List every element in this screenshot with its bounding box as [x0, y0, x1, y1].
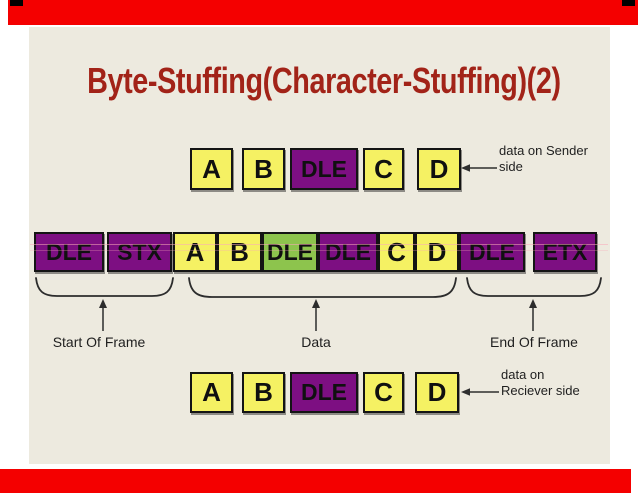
- frame-box-dle1: DLE: [34, 232, 104, 272]
- frame-box-dle3: DLE: [459, 232, 525, 272]
- receiver-note-line2: Reciever side: [501, 383, 580, 398]
- frame-box-c: C: [378, 232, 415, 272]
- frame-box-etx: ETX: [533, 232, 597, 272]
- receiver-box-a: A: [190, 372, 233, 413]
- top-red-bar: [8, 0, 638, 25]
- end-of-frame-brace: [466, 277, 602, 297]
- bottom-red-bar: [0, 469, 631, 493]
- sender-box-a: A: [190, 148, 233, 190]
- receiver-box-c: C: [363, 372, 404, 413]
- receiver-left-arrow-icon: [461, 388, 499, 396]
- start-of-frame-up-arrow-icon: [99, 299, 107, 331]
- slide-title: Byte-Stuffing(Character-Stuffing)(2): [87, 60, 561, 101]
- frame-box-b: B: [217, 232, 262, 272]
- end-of-frame-up-arrow-icon: [529, 299, 537, 331]
- top-left-corner-mark: [10, 0, 23, 6]
- receiver-box-dle: DLE: [290, 372, 358, 413]
- sender-note-line1: data on Sender: [499, 143, 588, 158]
- frame-box-a: A: [173, 232, 217, 272]
- start-of-frame-label: Start Of Frame: [52, 334, 146, 350]
- data-up-arrow-icon: [312, 299, 320, 331]
- receiver-box-b: B: [242, 372, 285, 413]
- sender-box-dle: DLE: [290, 148, 358, 190]
- receiver-note: data on Reciever side: [501, 367, 580, 399]
- frame-box-dle-stuffed: DLE: [262, 232, 318, 272]
- sender-box-c: C: [363, 148, 404, 190]
- sender-note: data on Sender side: [499, 143, 588, 175]
- frame-box-d: D: [415, 232, 459, 272]
- frame-box-dle2: DLE: [318, 232, 378, 272]
- frame-box-stx: STX: [107, 232, 172, 272]
- receiver-note-line1: data on: [501, 367, 545, 382]
- receiver-box-d: D: [415, 372, 459, 413]
- sender-note-line2: side: [499, 159, 523, 174]
- sender-box-d: D: [417, 148, 461, 190]
- data-brace: [188, 277, 457, 298]
- sender-left-arrow-icon: [461, 164, 497, 172]
- data-label: Data: [301, 334, 331, 350]
- end-of-frame-label: End Of Frame: [490, 334, 578, 350]
- start-of-frame-brace: [35, 277, 174, 297]
- sender-box-b: B: [242, 148, 285, 190]
- top-right-corner-mark: [622, 0, 635, 6]
